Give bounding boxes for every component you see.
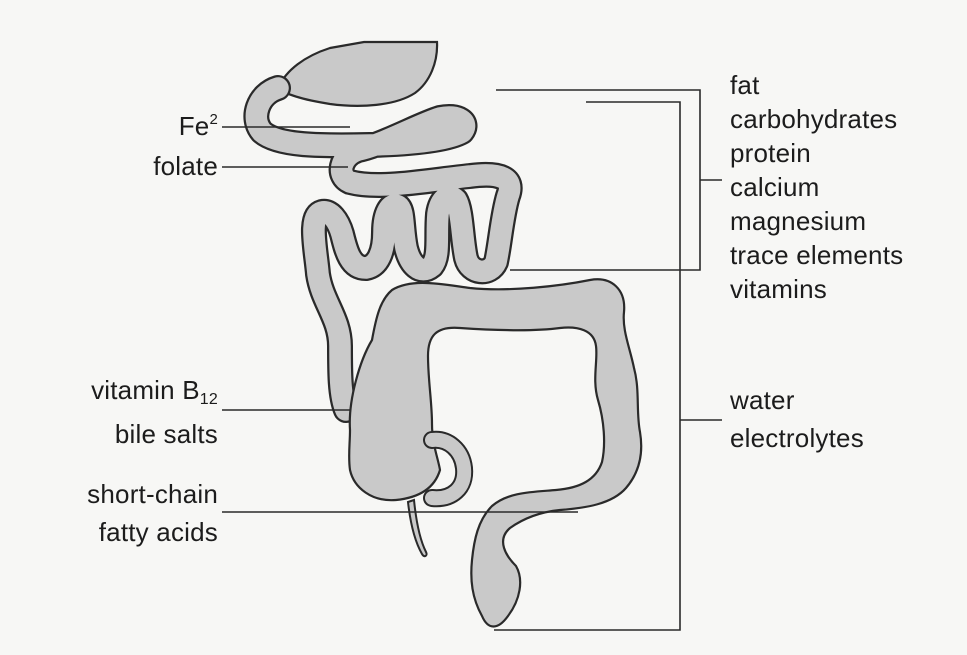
- label-scfa-line2-text: fatty acids: [99, 517, 218, 547]
- label-vitamin-b12-subscript: 12: [200, 391, 218, 408]
- nutrient-item: protein: [730, 136, 903, 170]
- label-vitamin-b12: vitamin B12: [20, 374, 218, 407]
- bracket-small-intestine: [496, 90, 700, 270]
- label-iron-base: Fe: [179, 111, 210, 141]
- label-scfa-line1-text: short-chain: [87, 479, 218, 509]
- nutrient-item: magnesium: [730, 204, 903, 238]
- nutrient-item: vitamins: [730, 272, 903, 306]
- colon-item: water: [730, 383, 864, 417]
- nutrient-item: fat: [730, 68, 903, 102]
- label-bile-salts-text: bile salts: [115, 419, 218, 449]
- label-iron: Fe2: [150, 110, 218, 143]
- label-bile-salts: bile salts: [40, 418, 218, 451]
- colon-nutrient-list: water electrolytes: [730, 383, 864, 455]
- appendix-shape: [408, 500, 427, 556]
- nutrient-item: trace elements: [730, 238, 903, 272]
- small-intestine-nutrient-list: fat carbohydrates protein calcium magnes…: [730, 68, 903, 306]
- label-folate-text: folate: [153, 151, 218, 181]
- stomach-shape: [278, 42, 437, 106]
- label-scfa-line1: short-chain: [10, 478, 218, 511]
- nutrient-item: carbohydrates: [730, 102, 903, 136]
- label-folate: folate: [110, 150, 218, 183]
- colon-item: electrolytes: [730, 421, 864, 455]
- label-scfa-line2: fatty acids: [10, 516, 218, 549]
- colon-shape: [349, 279, 641, 626]
- label-iron-superscript: 2: [209, 111, 218, 128]
- nutrient-item: calcium: [730, 170, 903, 204]
- label-vitamin-b12-base: vitamin B: [91, 375, 200, 405]
- bracket-colon: [494, 102, 680, 630]
